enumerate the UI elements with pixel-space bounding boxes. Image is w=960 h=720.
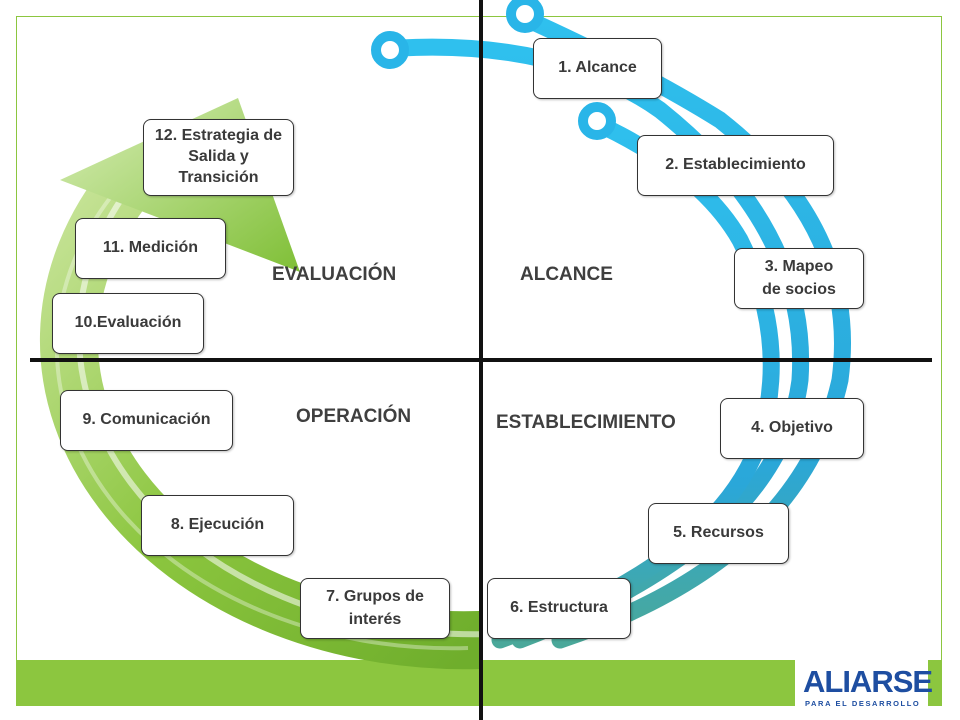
logo-wordmark: ALIARSE <box>803 664 933 699</box>
logo-tagline: PARA EL DESARROLLO <box>805 699 921 708</box>
step-5-box: 5. Recursos <box>648 503 789 564</box>
quadrant-label-establecimiento: ESTABLECIMIENTO <box>496 412 676 433</box>
step-11-box: 11. Medición <box>75 218 226 279</box>
step-3-box: 3. Mapeo de socios <box>734 248 864 309</box>
step-9-box: 9. Comunicación <box>60 390 233 451</box>
step-1-box: 1. Alcance <box>533 38 662 99</box>
step-12-box: 12. Estrategia de Salida y Transición <box>143 119 294 196</box>
aliarse-logo: ALIARSE PARA EL DESARROLLO <box>795 660 933 712</box>
step-6-box: 6. Estructura <box>487 578 631 639</box>
step-8-box: 8. Ejecución <box>141 495 294 556</box>
quadrant-label-evaluacion: EVALUACIÓN <box>272 264 397 285</box>
step-10-box: 10.Evaluación <box>52 293 204 354</box>
step-7-box: 7. Grupos de interés <box>300 578 450 639</box>
quadrant-label-alcance: ALCANCE <box>520 264 613 285</box>
step-4-box: 4. Objetivo <box>720 398 864 459</box>
quadrant-label-operacion: OPERACIÓN <box>296 406 412 427</box>
circuit-end-rings <box>371 0 616 140</box>
step-2-box: 2. Establecimiento <box>637 135 834 196</box>
